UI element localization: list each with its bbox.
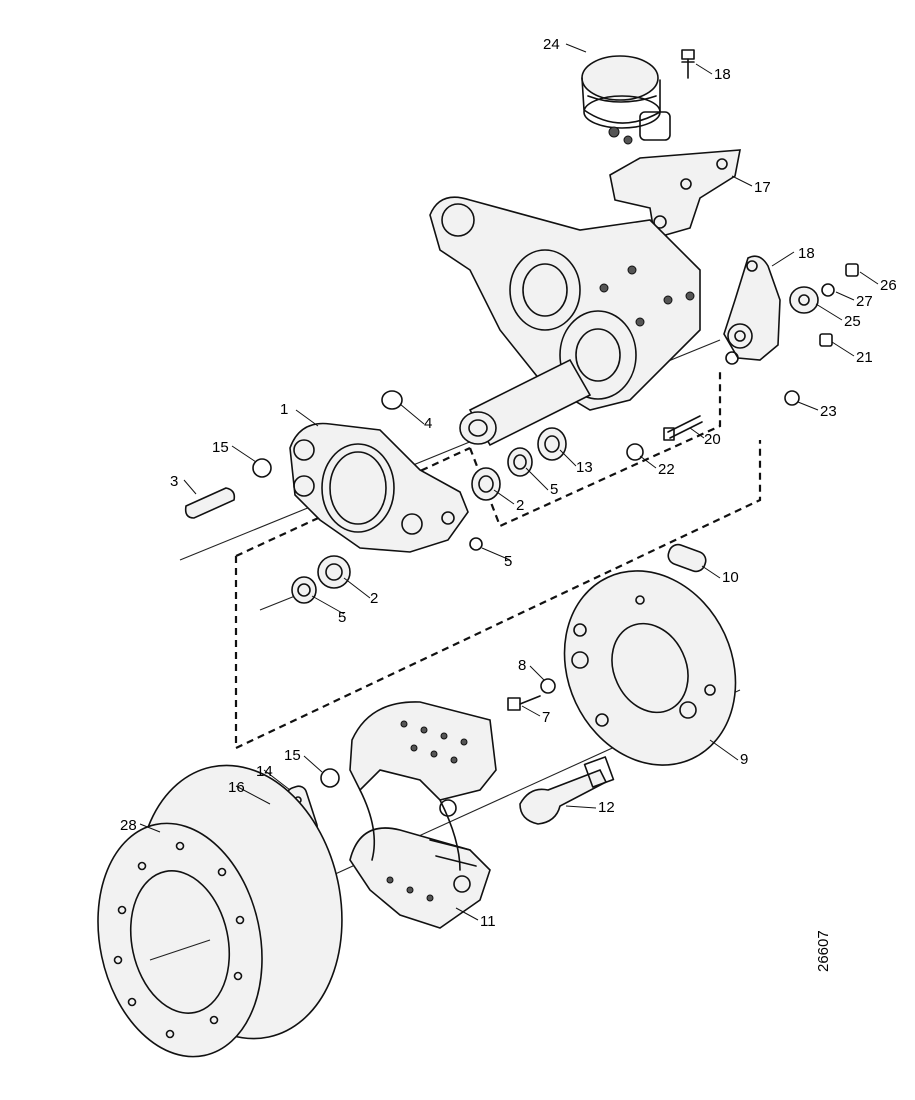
anchor-pin-and-washers: [184, 390, 403, 519]
callout-21: 21: [856, 349, 873, 366]
bolt-and-nut: [626, 415, 703, 461]
callout-18-top: 18: [714, 66, 731, 83]
callout-18-right: 18: [798, 245, 815, 262]
callout-20: 20: [704, 431, 721, 448]
callout-14: 14: [256, 763, 273, 780]
callout-2-a: 2: [516, 497, 524, 514]
s-camshaft: [519, 756, 615, 825]
callout-5-c: 5: [338, 609, 346, 626]
callout-22: 22: [658, 461, 675, 478]
callout-11: 11: [480, 913, 496, 930]
callout-16: 16: [228, 779, 245, 796]
callout-3: 3: [170, 473, 178, 490]
brake-shoes: [349, 701, 497, 929]
callout-23: 23: [820, 403, 837, 420]
chamber-bolt: [681, 49, 695, 79]
callout-26: 26: [880, 277, 897, 294]
callout-13: 13: [576, 459, 593, 476]
brake-drum: [97, 764, 343, 1058]
brake-spider: [289, 422, 469, 553]
leader-lines: [139, 43, 879, 921]
callout-8: 8: [518, 657, 526, 674]
callout-5-b: 5: [504, 553, 512, 570]
inspection-plug: [667, 543, 707, 573]
callout-2-b: 2: [370, 590, 378, 607]
bushings-and-seals: [291, 427, 567, 604]
callout-1: 1: [280, 401, 288, 418]
callout-25: 25: [844, 313, 861, 330]
axle-housing: [429, 196, 701, 447]
callout-12: 12: [598, 799, 615, 816]
callout-9: 9: [740, 751, 748, 768]
callout-17: 17: [754, 179, 771, 196]
chamber-bracket: [609, 149, 741, 240]
callout-5-a: 5: [550, 481, 558, 498]
callout-4: 4: [424, 415, 432, 432]
callout-7: 7: [542, 709, 550, 726]
callout-28: 28: [120, 817, 137, 834]
adjuster-hardware: [725, 263, 859, 406]
slack-adjuster: [723, 255, 781, 361]
callout-labels: 24 18 17 18 26 27 25 21 23 20 22 13 5 2 …: [120, 36, 897, 930]
callout-15-top: 15: [212, 439, 229, 456]
brake-chamber: [581, 55, 671, 145]
callout-27: 27: [856, 293, 873, 310]
callout-24: 24: [543, 36, 560, 53]
figure-number: 26607: [815, 930, 832, 972]
callout-15-bottom: 15: [284, 747, 301, 764]
callout-10: 10: [722, 569, 739, 586]
dust-shield: [563, 570, 737, 766]
shield-bolt-and-washer: [507, 678, 556, 711]
